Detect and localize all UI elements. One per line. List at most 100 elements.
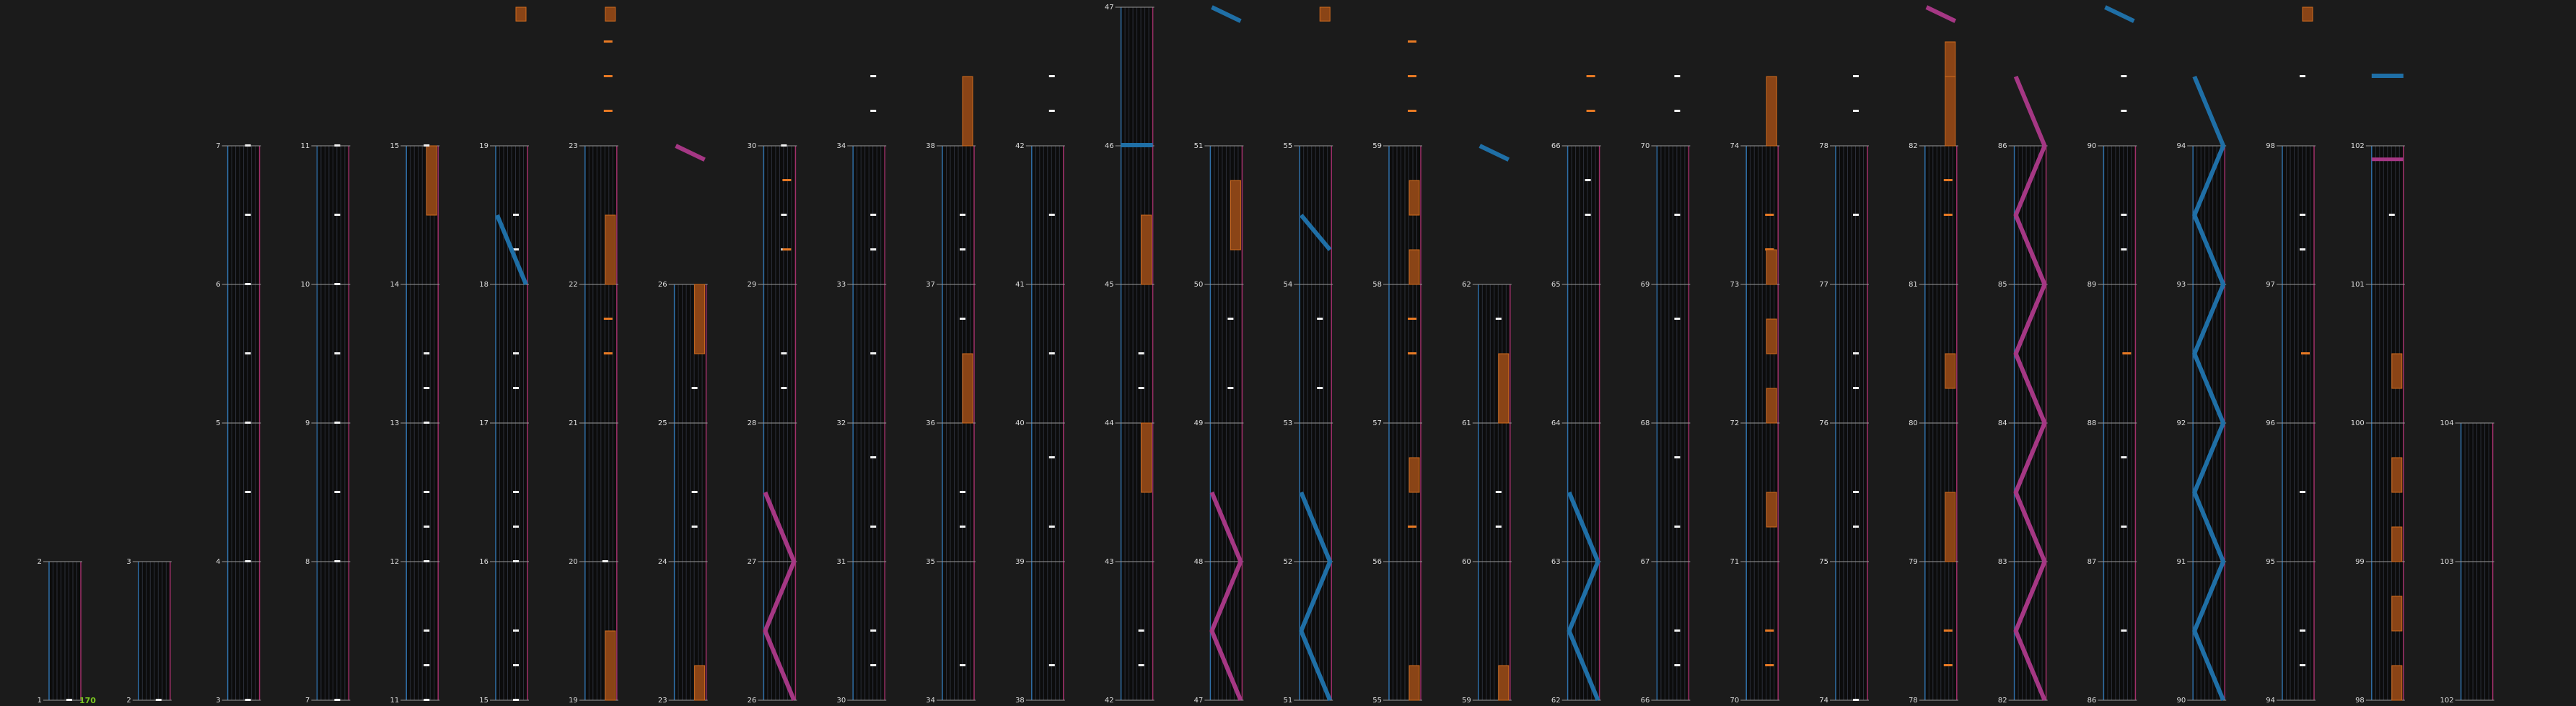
measure-number: 20 [569,558,578,566]
tap-note [424,352,430,354]
slide-path [2192,75,2226,702]
tap-note [334,422,341,424]
measure-number: 65 [1551,281,1561,289]
measure-number: 47 [1194,697,1204,705]
slide-path [1299,214,1332,251]
tap-note [1138,664,1144,666]
measure-number: 13 [390,419,399,427]
orange-note [1408,40,1416,43]
tap-note [1048,75,1055,77]
hold-note [1141,214,1152,285]
tap-note [1495,526,1502,528]
measure-number: 93 [2176,281,2186,289]
measure-number: 7 [305,697,310,705]
tap-note [245,144,251,147]
hold-note [1945,492,1956,562]
measure-number: 45 [1105,281,1114,289]
measure-number: 59 [1462,697,1471,705]
tap-note [1853,699,1859,701]
orange-note [603,75,613,77]
measure-number: 67 [1641,558,1650,566]
tap-note [513,214,519,216]
tap-note [334,699,341,701]
hold-note [2391,665,2403,701]
tap-note [424,629,430,632]
tap-note [245,491,251,493]
tap-note [1048,110,1055,112]
tap-note [1853,110,1859,112]
tap-note [2300,491,2305,493]
measure-number: 34 [926,697,935,705]
measure-number: 26 [748,697,757,705]
tap-note [1048,352,1055,354]
tap-note [513,560,519,562]
tap-note [334,214,341,216]
measure-number: 54 [1283,281,1292,289]
hold-note [1945,76,1956,147]
measure-number: 66 [1641,697,1650,705]
measure-number: 48 [1194,558,1204,566]
measure-number: 100 [2351,419,2365,427]
hold-note [1766,492,1777,528]
orange-note [1586,110,1595,112]
hold-note [605,630,616,701]
measure-number: 14 [390,281,399,289]
measure-number: 78 [1819,142,1828,150]
measure-number: 19 [569,697,578,705]
measure-number: 82 [1998,697,2007,705]
tap-note [424,491,430,493]
tap-note [870,664,877,666]
hold-note [1766,388,1777,424]
measure-number: 70 [1730,697,1739,705]
measure-number: 32 [836,419,846,427]
tap-note [424,144,430,147]
tap-note [513,491,519,493]
blue-bar-note [2371,74,2404,78]
tap-note [870,214,877,216]
hold-note [605,6,616,22]
hold-note [1766,249,1777,285]
measure-number: 62 [1551,697,1561,705]
measure-number: 103 [2440,558,2454,566]
orange-note [1765,214,1774,216]
tap-note [513,248,519,250]
tap-note [870,352,877,354]
tap-note [2121,214,2127,216]
measure-number: 42 [1015,142,1025,150]
measure-number: 23 [569,142,578,150]
measure-number: 8 [305,558,310,566]
hold-note [1319,6,1331,22]
orange-note [1765,629,1774,632]
hold-note [694,284,706,354]
hold-note [1945,41,1956,77]
tap-note [334,144,341,147]
tap-note [513,352,519,354]
measure-number: 27 [748,558,757,566]
measure-number: 71 [1730,558,1739,566]
measure-number: 23 [658,697,667,705]
measure-number: 15 [479,697,489,705]
hold-note [1141,422,1152,493]
tap-note [1585,179,1591,181]
tap-note [245,560,251,562]
measure-number: 2 [126,697,131,705]
tap-note [424,560,430,562]
measure-number: 3 [126,558,131,566]
tap-note [334,352,341,354]
measure-number: 78 [1909,697,1918,705]
measure-number: 94 [2176,142,2186,150]
measure-number: 30 [836,697,846,705]
measure-number: 51 [1283,697,1292,705]
tap-note [245,283,251,285]
measure-number: 6 [216,281,220,289]
measure-number: 95 [2266,558,2275,566]
orange-note [2122,352,2132,354]
tap-note [1048,456,1055,458]
tap-note [2388,214,2395,216]
hold-note [2391,457,2403,493]
tap-note [2121,248,2127,250]
measure-number: 85 [1998,281,2007,289]
tap-note [1853,387,1859,389]
measure-number: 17 [479,419,489,427]
measure-number: 86 [2087,697,2097,705]
